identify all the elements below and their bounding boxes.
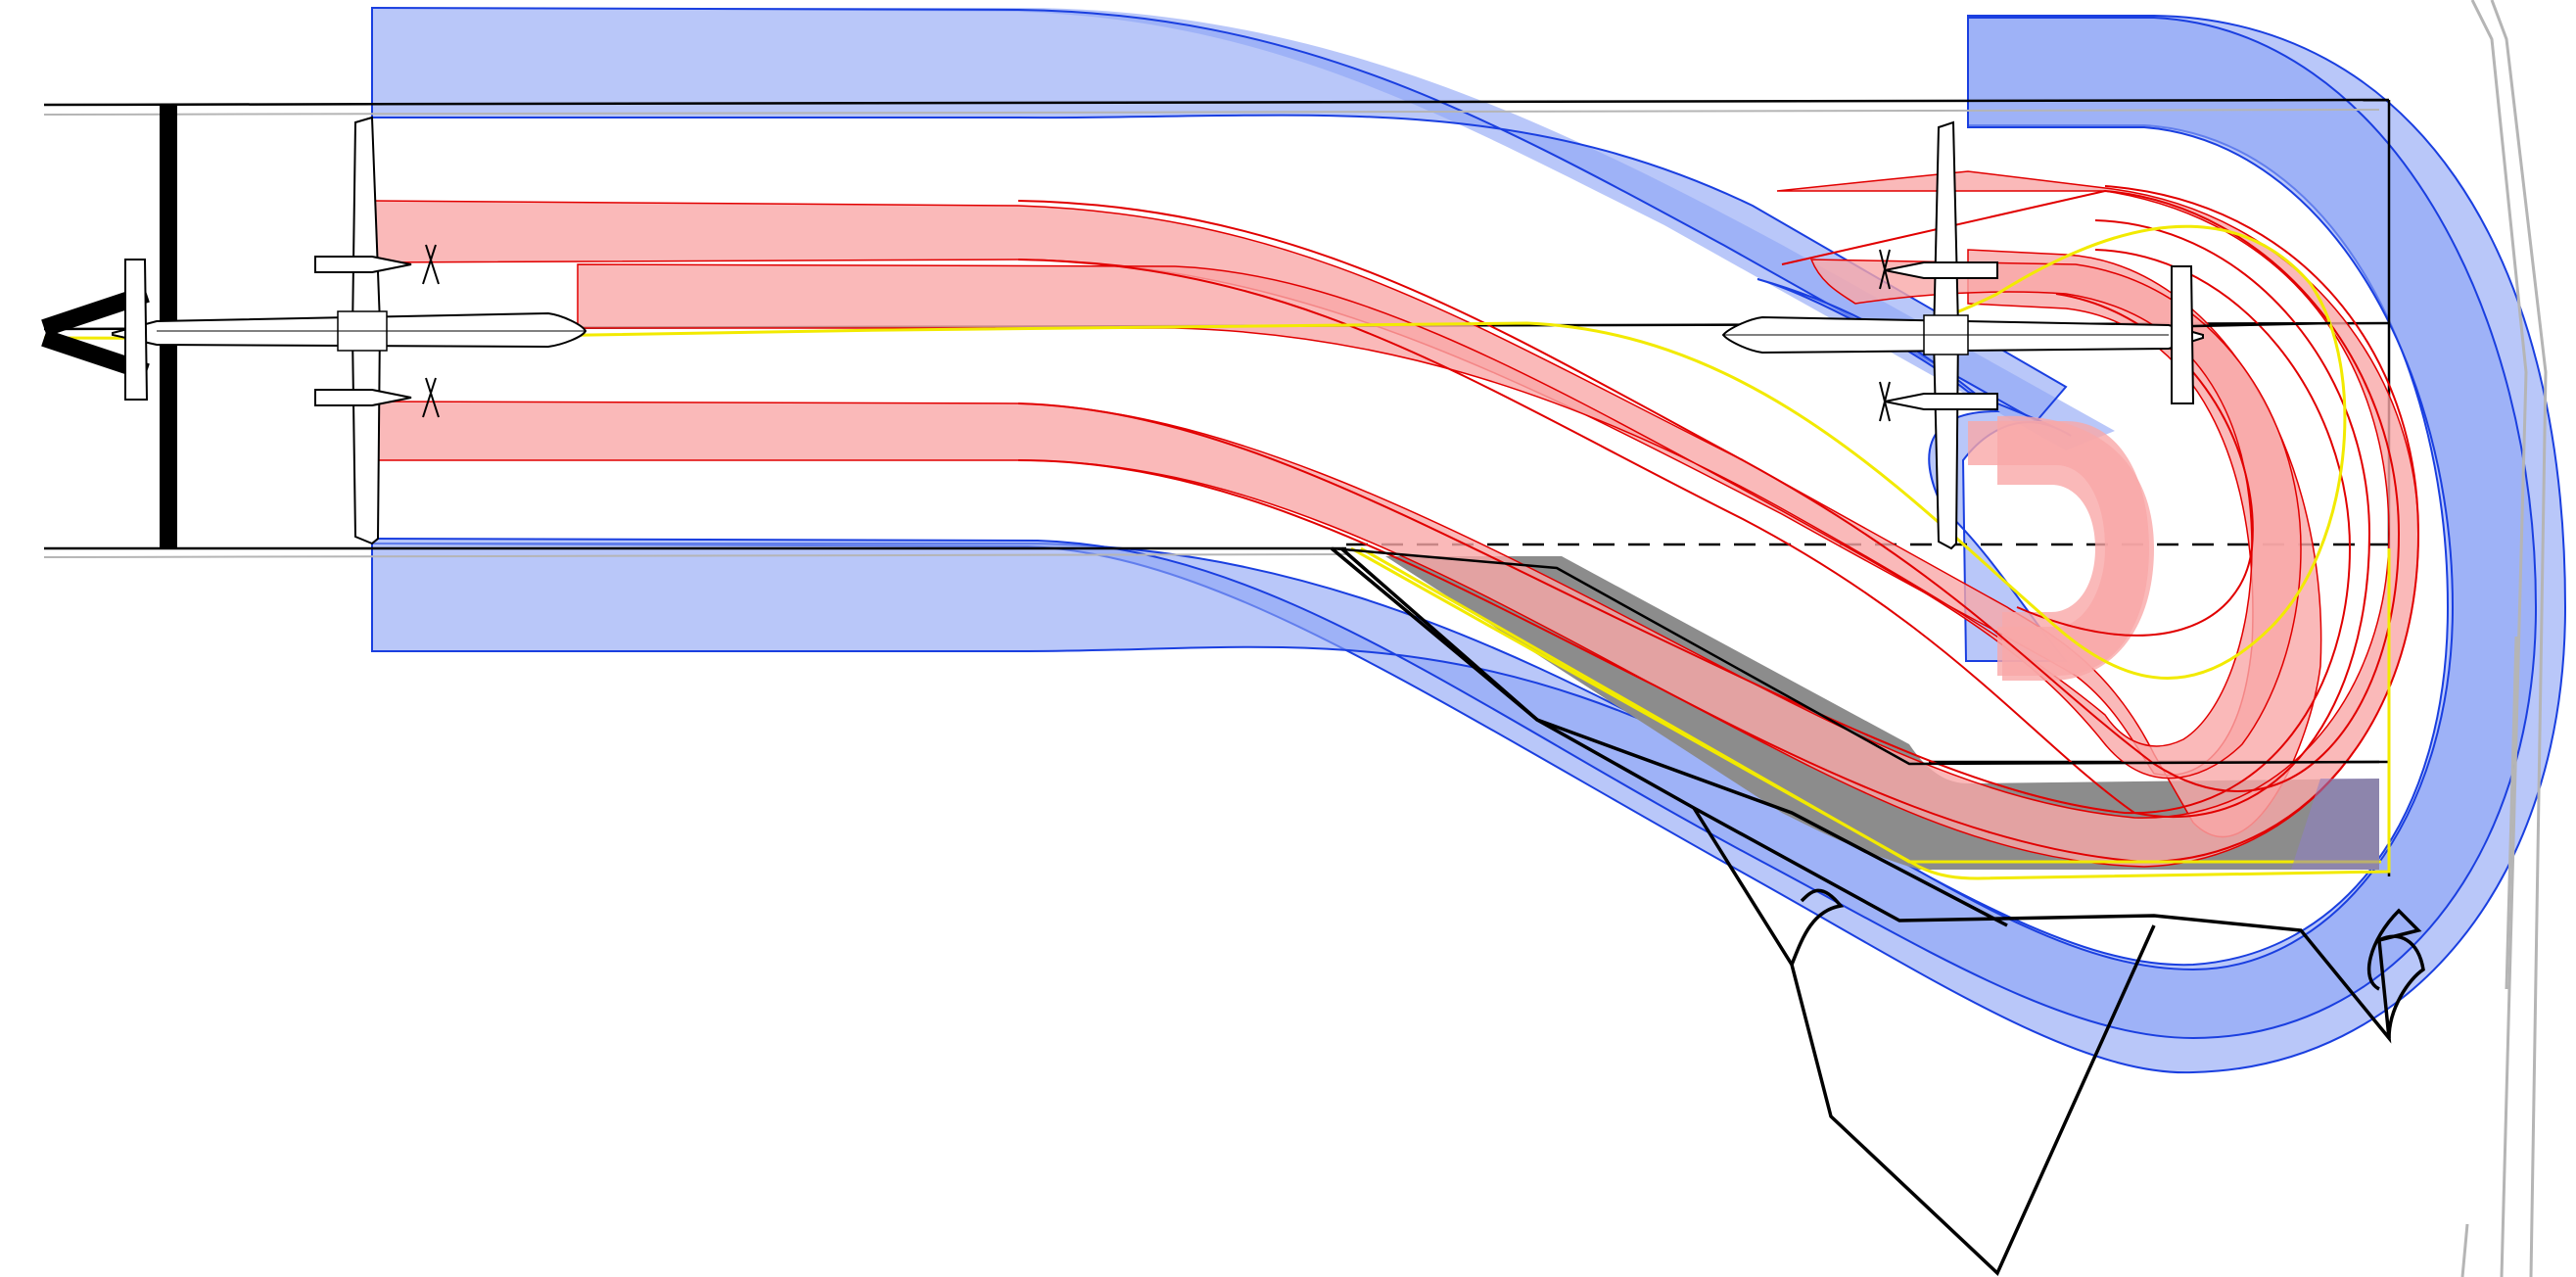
propeller-right: [1879, 381, 1891, 422]
horizontal-stabilizer: [124, 259, 149, 401]
upper-taxiway-edge: [1331, 546, 2380, 766]
engine-left: [1884, 261, 1998, 279]
propeller-left: [422, 244, 440, 285]
road-edge-inner: [2490, 0, 2548, 1277]
nose-gear-track: [43, 224, 2391, 880]
engine-right: [1884, 393, 1998, 410]
aircraft-end-position: [1721, 120, 2204, 550]
wingtip-swept-band-bottom-main: [371, 17, 2538, 1040]
shoulder-edge-inner: [1339, 546, 2008, 927]
aircraft-start-position: [112, 116, 587, 545]
main-gear-mid-track-b: [1017, 249, 2352, 815]
wingtip-swept-band-top: [371, 6, 2068, 423]
main-gear-swept-band-lower: [366, 170, 2419, 868]
propeller-right: [422, 377, 440, 418]
propeller-left: [1879, 249, 1891, 290]
apron-shape: [1692, 807, 2156, 1276]
engine-left: [314, 256, 412, 273]
shoulder-edge-outer: [1330, 546, 2422, 1044]
road-edge-outer: [2470, 0, 2528, 1277]
main-gear-outer-track: [1017, 189, 2401, 792]
nose-gear-fillet-track-b: [1360, 546, 2381, 864]
runway-bottom-edge-inner: [43, 553, 1347, 558]
engine-right: [314, 389, 412, 406]
apron-bump-a: [1790, 888, 1845, 966]
horizontal-stabilizer: [2171, 265, 2195, 404]
road-edge-lines: [2460, 0, 2548, 1277]
road-edge-segment-b: [2460, 1223, 2469, 1277]
runway-top-edge-inner: [43, 109, 2380, 116]
nose-gear-fillet-track: [1350, 546, 2391, 880]
thin-grey-edges: [43, 109, 2380, 558]
road-edge-segment-a: [2505, 636, 2518, 990]
nose-gear-centerline-track: [43, 224, 2347, 680]
overlap-tint: [2291, 779, 2379, 870]
apron-bump-b: [2378, 934, 2425, 1039]
runway-top-edge: [43, 98, 2390, 107]
